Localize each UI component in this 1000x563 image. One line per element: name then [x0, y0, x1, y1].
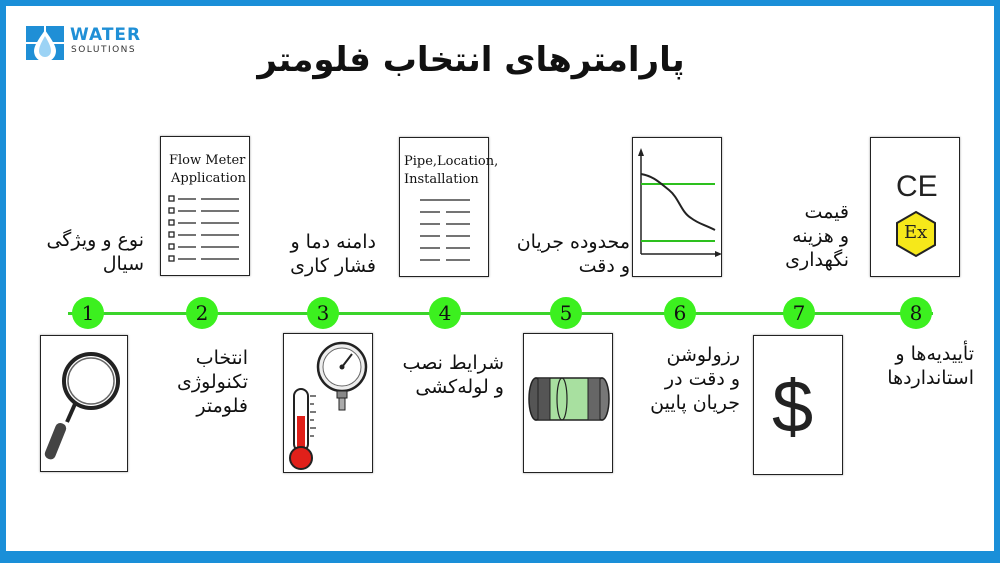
step-8-label: تأییدیه‌ها و استانداردها	[844, 342, 974, 390]
step-7-label: قیمت و هزینه نگهداری	[741, 200, 849, 272]
step-4-label: شرایط نصب و لوله‌کشی	[386, 351, 504, 399]
step-6-node: 6	[664, 297, 696, 329]
step-1-label-line2: سیال	[102, 253, 144, 275]
dollar-icon-box: $	[753, 335, 843, 475]
step-2-label-line2: تکنولوژی	[177, 371, 248, 393]
step-8-node: 8	[900, 297, 932, 329]
step-6-label: رزولوشن و دقت در جریان پایین	[610, 343, 740, 415]
step-4-label-line1: شرایط نصب	[402, 352, 504, 374]
document-icon-box-2: Flow Meter Application	[160, 136, 250, 276]
step-2-label: انتخاب تکنولوژی فلومتر	[156, 346, 248, 418]
step-5-node: 5	[550, 297, 582, 329]
water-drop-icon	[26, 26, 64, 62]
step-8-label-line1: تأییدیه‌ها و	[895, 343, 974, 365]
step-7-label-line3: نگهداری	[785, 249, 849, 271]
magnifier-icon-box	[40, 335, 128, 472]
timeline-line	[68, 312, 933, 315]
step-5-label: محدوده جریان و دقت	[484, 230, 630, 278]
infographic-canvas: WATER SOLUTIONS پارامترهای انتخاب فلومتر…	[6, 6, 994, 551]
ce-mark-icon: CE	[896, 170, 938, 203]
step-3-node: 3	[307, 297, 339, 329]
doc-2-line2: Application	[171, 171, 246, 186]
step-6-label-line3: جریان پایین	[650, 392, 740, 414]
thermometer-gauge-icon-box	[283, 333, 373, 473]
flow-graph-icon-box	[632, 137, 722, 277]
pipe-icon	[528, 377, 610, 421]
step-7-node: 7	[783, 297, 815, 329]
step-1-label-line1: نوع و ویژگی	[46, 229, 144, 251]
page-title: پارامترهای انتخاب فلومتر	[257, 40, 685, 80]
doc-2-line1: Flow Meter	[169, 153, 246, 168]
step-2-node: 2	[186, 297, 218, 329]
document-icon-box-4: Pipe,Location, Installation	[399, 137, 498, 277]
ex-mark-label: Ex	[904, 222, 928, 243]
lines-icon	[420, 199, 470, 261]
doc-4-line2: Installation	[404, 172, 479, 187]
brand-name: WATER	[70, 25, 142, 45]
brand-logo: WATER SOLUTIONS	[24, 24, 164, 62]
step-6-label-line1: رزولوشن	[666, 344, 740, 366]
step-7-label-line1: قیمت	[804, 201, 849, 223]
flow-graph-icon	[638, 148, 722, 257]
step-2-label-line1: انتخاب	[195, 347, 248, 369]
pipe-icon-box	[523, 333, 613, 473]
ex-hexagon-icon	[896, 210, 936, 258]
step-4-label-line2: و لوله‌کشی	[415, 376, 504, 398]
magnifier-icon	[44, 352, 120, 460]
doc-4-line1: Pipe,Location,	[404, 154, 499, 169]
step-3-label-line2: فشار کاری	[290, 255, 376, 277]
checklist-icon	[168, 195, 239, 262]
brand-subname: SOLUTIONS	[71, 45, 137, 55]
step-3-label: دامنه دما و فشار کاری	[258, 230, 376, 278]
step-4-node: 4	[429, 297, 461, 329]
step-2-label-line3: فلومتر	[196, 395, 248, 417]
step-7-label-line2: و هزینه	[792, 225, 849, 247]
certification-icon-box: CE Ex	[870, 137, 960, 277]
step-1-node: 1	[72, 297, 104, 329]
dollar-icon: $	[772, 365, 814, 448]
step-8-label-line2: استانداردها	[887, 367, 974, 389]
thermometer-gauge-icon	[289, 341, 368, 470]
step-3-label-line1: دامنه دما و	[290, 231, 376, 253]
step-5-label-line1: محدوده جریان	[516, 231, 630, 253]
step-5-label-line2: و دقت	[578, 255, 630, 277]
step-6-label-line2: و دقت در	[664, 368, 740, 390]
step-1-label: نوع و ویژگی سیال	[16, 228, 144, 276]
